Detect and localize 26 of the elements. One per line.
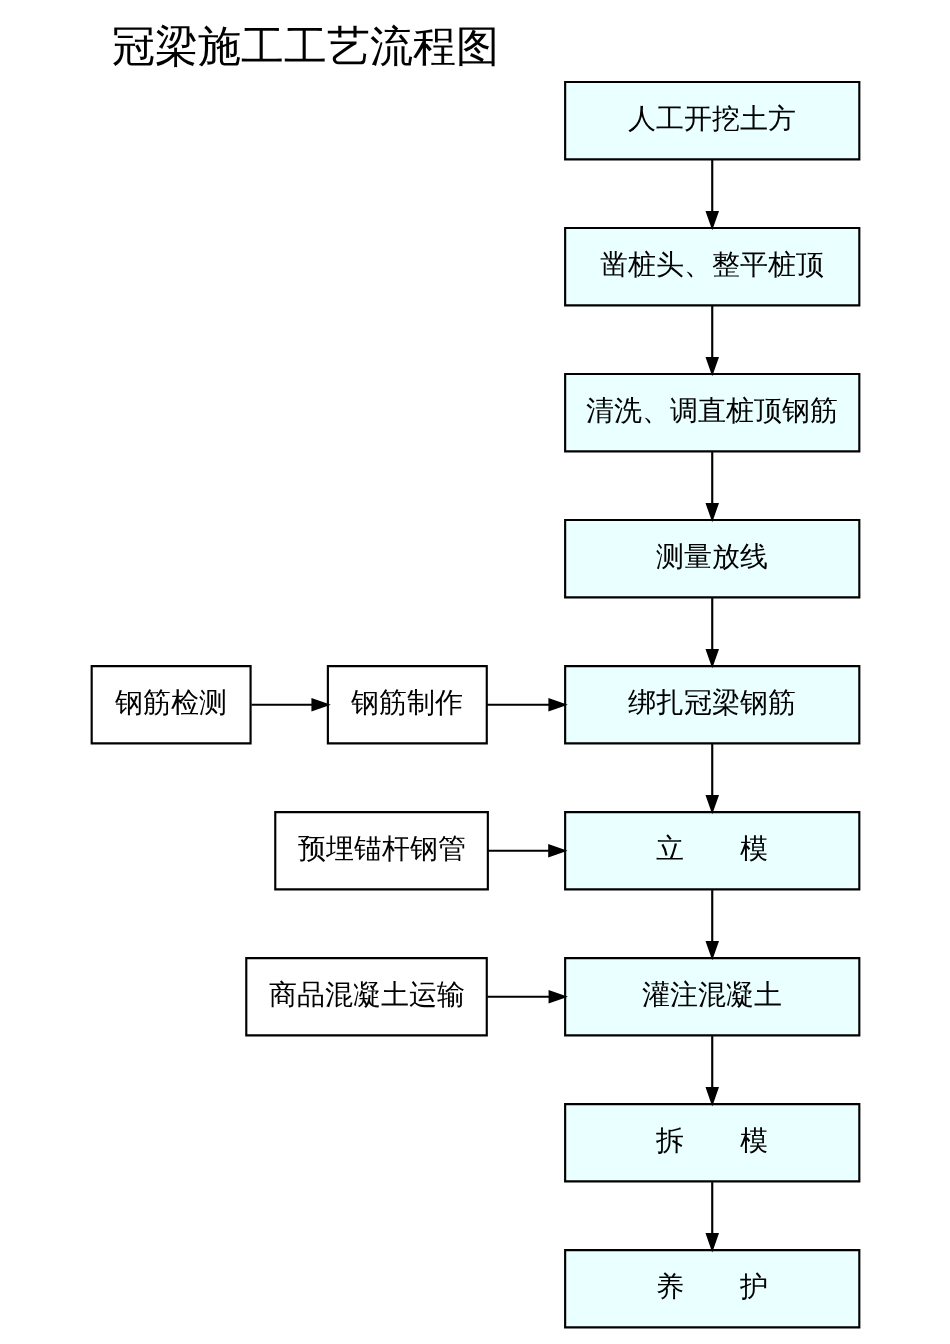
node-box: 测量放线: [563, 518, 860, 598]
diagram-title: 冠梁施工工艺流程图: [111, 20, 499, 71]
node-box: 人工开挖土方: [563, 80, 860, 160]
arrow: [487, 843, 568, 857]
arrow: [704, 743, 719, 814]
arrow: [486, 989, 568, 1003]
node-box: 商品混凝土运输: [244, 956, 488, 1036]
arrow: [704, 889, 719, 960]
node-box: 钢筋制作: [326, 664, 488, 744]
node-box: 立 模: [563, 810, 860, 890]
arrow: [704, 1181, 719, 1252]
arrow: [250, 697, 331, 711]
node-box: 钢筋检测: [90, 664, 252, 744]
node-box: 预埋锚杆钢管: [273, 810, 489, 890]
node-box: 凿桩头、整平桩顶: [563, 226, 860, 306]
arrow: [486, 697, 568, 711]
arrow: [704, 451, 719, 522]
node-box: 灌注混凝土: [563, 956, 860, 1036]
arrow: [704, 597, 719, 668]
node-box: 清洗、调直桩顶钢筋: [563, 372, 860, 452]
node-box: 绑扎冠梁钢筋: [563, 664, 860, 744]
arrow: [704, 1035, 719, 1106]
arrow: [704, 159, 719, 230]
node-box: 拆 模: [563, 1102, 860, 1182]
node-box: 养 护: [563, 1248, 860, 1328]
arrow: [704, 305, 719, 376]
